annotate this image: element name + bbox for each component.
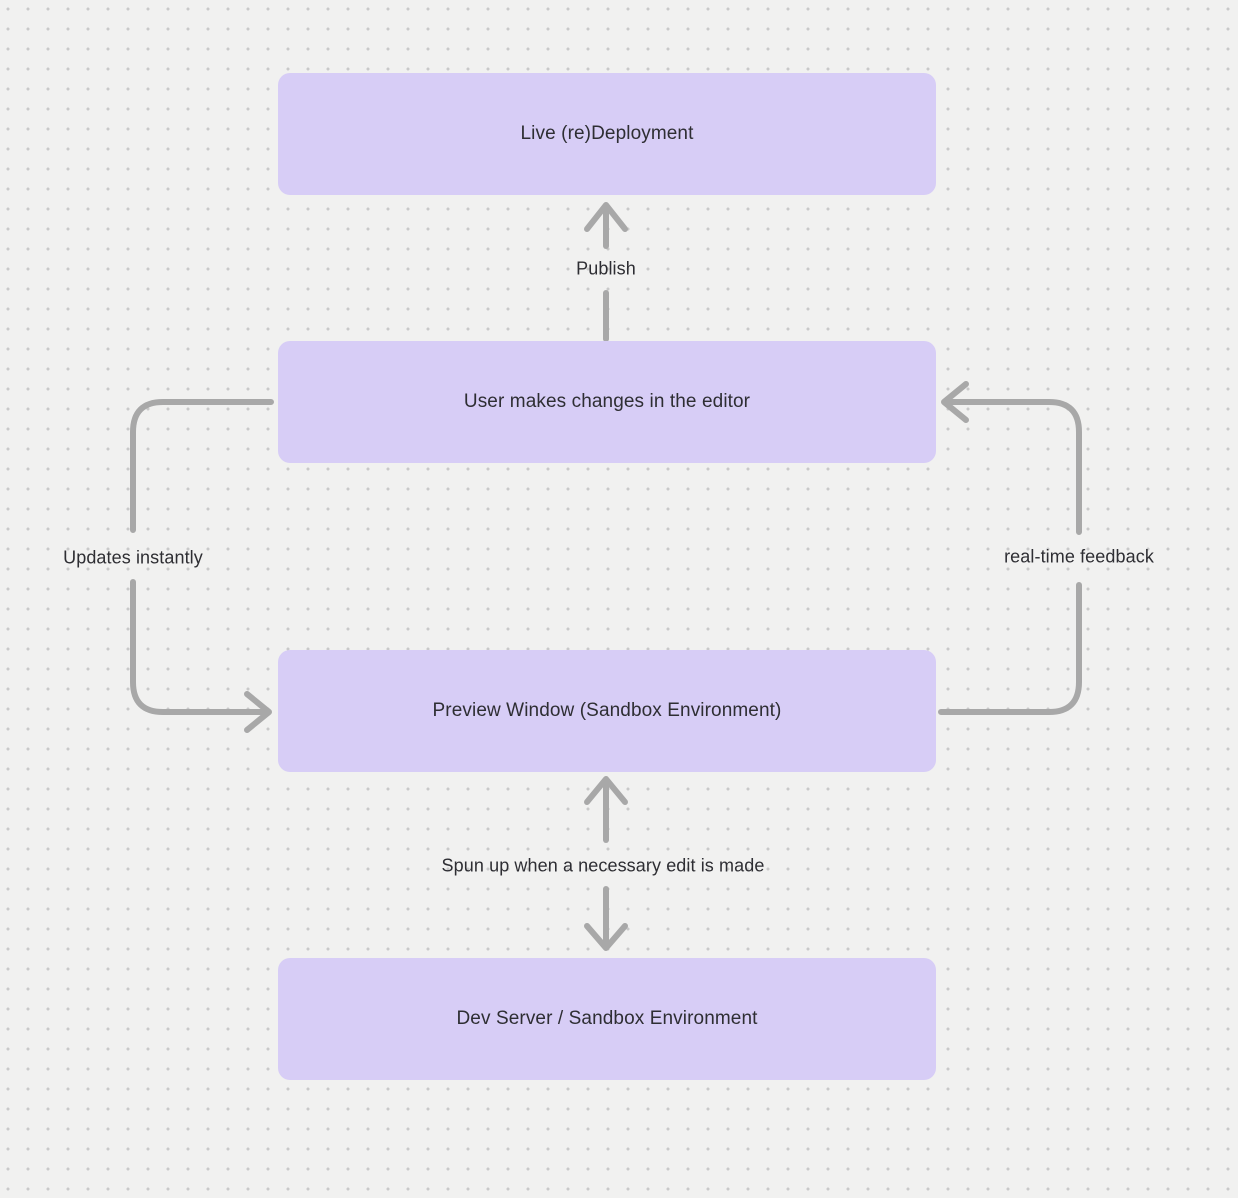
node-live-redeployment-label: Live (re)Deployment xyxy=(520,122,694,144)
node-user-makes-changes-label: User makes changes in the editor xyxy=(463,390,751,412)
edge-real-time-feedback-arrow[interactable] xyxy=(938,381,1082,715)
edge-label-publish[interactable]: Publish xyxy=(576,258,636,279)
edge-label-real-time-feedback[interactable]: real-time feedback xyxy=(1004,546,1154,567)
edge-updates-instantly-arrow[interactable] xyxy=(130,399,274,733)
edge-label-updates-instantly[interactable]: Updates instantly xyxy=(63,547,203,568)
node-dev-server[interactable]: Dev Server / Sandbox Environment xyxy=(278,958,936,1080)
edge-publish-arrow[interactable] xyxy=(584,202,628,342)
node-preview-window[interactable]: Preview Window (Sandbox Environment) xyxy=(278,650,936,772)
node-live-redeployment[interactable]: Live (re)Deployment xyxy=(278,73,936,195)
node-dev-server-label: Dev Server / Sandbox Environment xyxy=(456,1007,758,1029)
node-preview-window-label: Preview Window (Sandbox Environment) xyxy=(432,699,782,721)
node-user-makes-changes[interactable]: User makes changes in the editor xyxy=(278,341,936,463)
edge-label-spun-up[interactable]: Spun up when a necessary edit is made xyxy=(441,855,765,876)
edge-spun-up-arrow[interactable] xyxy=(584,776,628,951)
